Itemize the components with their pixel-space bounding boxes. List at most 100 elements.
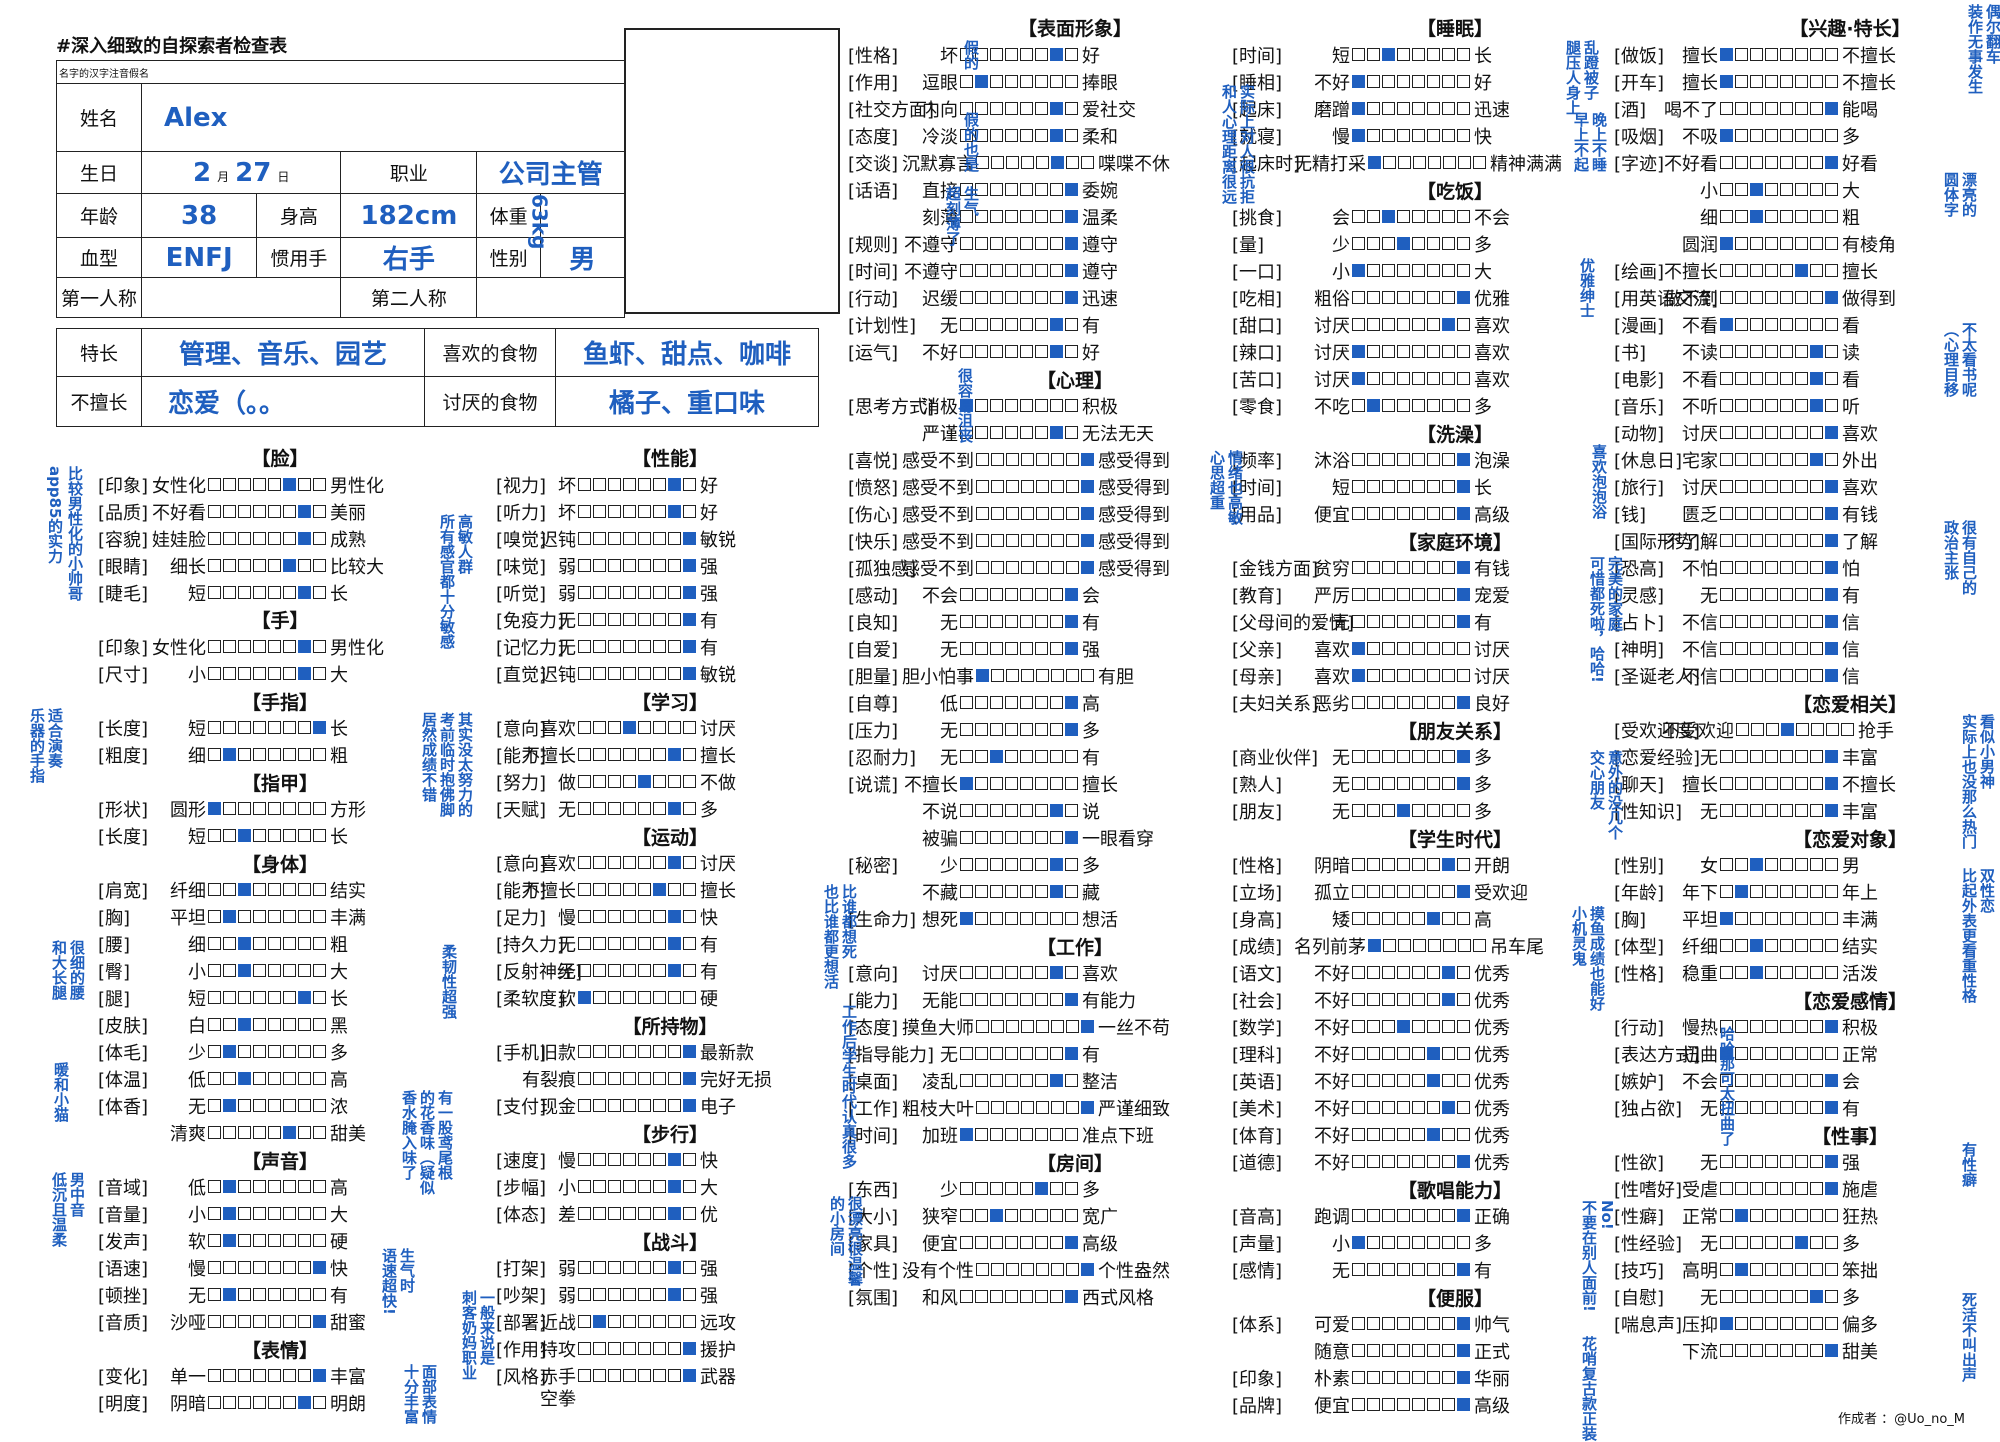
empty-box[interactable]: [298, 1261, 311, 1274]
empty-box[interactable]: [578, 883, 591, 896]
empty-box[interactable]: [1750, 453, 1763, 466]
empty-box[interactable]: [991, 1263, 1004, 1276]
empty-box[interactable]: [1795, 1020, 1808, 1033]
empty-box[interactable]: [1367, 1128, 1380, 1141]
empty-box[interactable]: [593, 478, 606, 491]
empty-box[interactable]: [1005, 966, 1018, 979]
checked-box[interactable]: [1081, 534, 1094, 547]
empty-box[interactable]: [1810, 102, 1823, 115]
empty-box[interactable]: [578, 1342, 591, 1355]
empty-box[interactable]: [1442, 1371, 1455, 1384]
empty-box[interactable]: [1412, 885, 1425, 898]
empty-box[interactable]: [253, 937, 266, 950]
checked-box[interactable]: [653, 883, 666, 896]
checked-box[interactable]: [668, 1180, 681, 1193]
empty-box[interactable]: [253, 991, 266, 1004]
empty-box[interactable]: [1397, 669, 1410, 682]
checked-box[interactable]: [1352, 75, 1365, 88]
empty-box[interactable]: [1810, 1263, 1823, 1276]
empty-box[interactable]: [1066, 453, 1079, 466]
empty-box[interactable]: [1035, 750, 1048, 763]
empty-box[interactable]: [1020, 399, 1033, 412]
checked-box[interactable]: [1457, 696, 1470, 709]
empty-box[interactable]: [1412, 210, 1425, 223]
checked-box[interactable]: [1065, 183, 1078, 196]
empty-box[interactable]: [1005, 804, 1018, 817]
checked-box[interactable]: [1442, 1101, 1455, 1114]
empty-box[interactable]: [990, 345, 1003, 358]
empty-box[interactable]: [268, 667, 281, 680]
empty-box[interactable]: [975, 885, 988, 898]
empty-box[interactable]: [975, 129, 988, 142]
empty-box[interactable]: [223, 586, 236, 599]
empty-box[interactable]: [1457, 48, 1470, 61]
empty-box[interactable]: [1780, 48, 1793, 61]
checked-box[interactable]: [1457, 1155, 1470, 1168]
empty-box[interactable]: [1427, 615, 1440, 628]
empty-box[interactable]: [1442, 345, 1455, 358]
empty-box[interactable]: [608, 1207, 621, 1220]
empty-box[interactable]: [208, 1261, 221, 1274]
checked-box[interactable]: [1825, 669, 1838, 682]
empty-box[interactable]: [623, 883, 636, 896]
empty-box[interactable]: [960, 804, 973, 817]
empty-box[interactable]: [975, 966, 988, 979]
checked-box[interactable]: [1457, 507, 1470, 520]
empty-box[interactable]: [1397, 1101, 1410, 1114]
checked-box[interactable]: [1810, 345, 1823, 358]
empty-box[interactable]: [283, 883, 296, 896]
empty-box[interactable]: [1005, 885, 1018, 898]
empty-box[interactable]: [253, 1396, 266, 1409]
empty-box[interactable]: [683, 856, 696, 869]
empty-box[interactable]: [1382, 75, 1395, 88]
empty-box[interactable]: [1442, 102, 1455, 115]
empty-box[interactable]: [1352, 1020, 1365, 1033]
empty-box[interactable]: [1735, 291, 1748, 304]
empty-box[interactable]: [1735, 156, 1748, 169]
empty-box[interactable]: [1050, 912, 1063, 925]
empty-box[interactable]: [1810, 777, 1823, 790]
empty-box[interactable]: [298, 1045, 311, 1058]
empty-box[interactable]: [991, 453, 1004, 466]
empty-box[interactable]: [1005, 588, 1018, 601]
empty-box[interactable]: [623, 991, 636, 1004]
checked-box[interactable]: [1352, 1236, 1365, 1249]
empty-box[interactable]: [1780, 1290, 1793, 1303]
empty-box[interactable]: [653, 910, 666, 923]
checked-box[interactable]: [1457, 777, 1470, 790]
empty-box[interactable]: [578, 586, 591, 599]
empty-box[interactable]: [1750, 480, 1763, 493]
empty-box[interactable]: [960, 345, 973, 358]
empty-box[interactable]: [975, 102, 988, 115]
empty-box[interactable]: [313, 1072, 326, 1085]
empty-box[interactable]: [1367, 372, 1380, 385]
empty-box[interactable]: [1020, 75, 1033, 88]
empty-box[interactable]: [1397, 318, 1410, 331]
empty-box[interactable]: [668, 1045, 681, 1058]
empty-box[interactable]: [1795, 615, 1808, 628]
empty-box[interactable]: [208, 721, 221, 734]
empty-box[interactable]: [638, 478, 651, 491]
empty-box[interactable]: [1413, 156, 1426, 169]
empty-box[interactable]: [298, 1288, 311, 1301]
empty-box[interactable]: [1427, 48, 1440, 61]
empty-box[interactable]: [1412, 237, 1425, 250]
empty-box[interactable]: [608, 964, 621, 977]
checked-box[interactable]: [223, 1045, 236, 1058]
empty-box[interactable]: [1427, 588, 1440, 601]
empty-box[interactable]: [1810, 210, 1823, 223]
empty-box[interactable]: [1427, 804, 1440, 817]
checked-box[interactable]: [1081, 507, 1094, 520]
empty-box[interactable]: [1751, 723, 1764, 736]
checked-box[interactable]: [1050, 48, 1063, 61]
empty-box[interactable]: [1780, 1182, 1793, 1195]
empty-box[interactable]: [668, 991, 681, 1004]
empty-box[interactable]: [223, 1396, 236, 1409]
empty-box[interactable]: [1457, 804, 1470, 817]
empty-box[interactable]: [1051, 453, 1064, 466]
empty-box[interactable]: [1382, 1398, 1395, 1411]
empty-box[interactable]: [1765, 318, 1778, 331]
checked-box[interactable]: [283, 559, 296, 572]
empty-box[interactable]: [1810, 1074, 1823, 1087]
empty-box[interactable]: [1020, 588, 1033, 601]
